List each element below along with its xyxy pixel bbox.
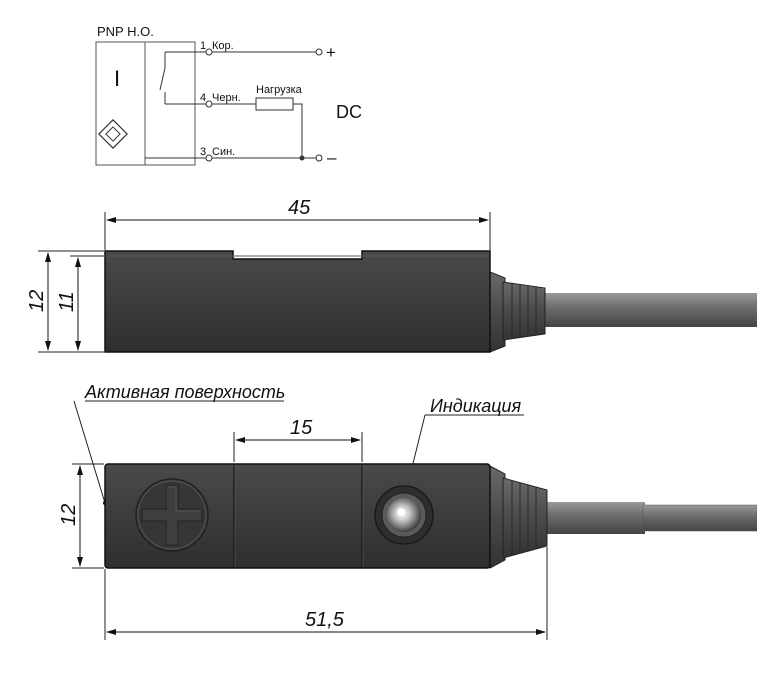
- active-surface-label: Активная поверхность: [84, 382, 285, 402]
- side-view: 45 12 11: [26, 197, 757, 353]
- inductive-sensor-icon: [98, 119, 128, 149]
- dimension-45-label: 45: [288, 197, 311, 219]
- switch-contact-icon: [159, 52, 166, 104]
- pnp-label: PNP Н.О.: [97, 24, 154, 39]
- front-view: Активная поверхность Индикация 15: [58, 382, 757, 640]
- load-label: Нагрузка: [256, 84, 303, 96]
- pin-3-label: Син.: [212, 146, 235, 158]
- sensor-body-side: [104, 250, 491, 353]
- dimension-12-front-label: 12: [58, 504, 80, 526]
- pin-3-number: 3: [200, 146, 206, 158]
- screw-icon: [135, 478, 209, 552]
- cable-side: [540, 293, 757, 327]
- minus-label: –: [327, 148, 337, 167]
- dimension-11-label: 11: [56, 291, 78, 312]
- wiring-diagram: PNP Н.О. I 1 Кор. + 4 Черн. Нагрузка D: [95, 24, 362, 167]
- indication-label: Индикация: [430, 396, 522, 416]
- led-indicator-icon: [374, 485, 434, 545]
- pin-4-number: 4: [200, 92, 206, 104]
- cable-front: [545, 502, 645, 534]
- cable-front-end: [642, 504, 757, 532]
- sensor-mark: I: [114, 66, 120, 91]
- dimension-51-5-label: 51,5: [305, 609, 345, 631]
- pin-1-number: 1: [200, 40, 206, 52]
- connector-ribbed-front: [502, 477, 548, 559]
- pin-1-label: Кор.: [212, 40, 234, 52]
- minus-terminal: [315, 154, 323, 162]
- dimension-15-label: 15: [290, 417, 313, 439]
- plus-terminal: [315, 48, 323, 56]
- active-surface-leader: [73, 400, 106, 504]
- pin-4-label: Черн.: [212, 92, 241, 104]
- junction-dot: [299, 155, 305, 161]
- plus-label: +: [326, 43, 336, 62]
- connector-ribbed-side: [502, 281, 546, 341]
- dimension-12-side-label: 12: [26, 290, 48, 312]
- load-resistor: [255, 97, 294, 111]
- dc-label: DC: [336, 102, 362, 122]
